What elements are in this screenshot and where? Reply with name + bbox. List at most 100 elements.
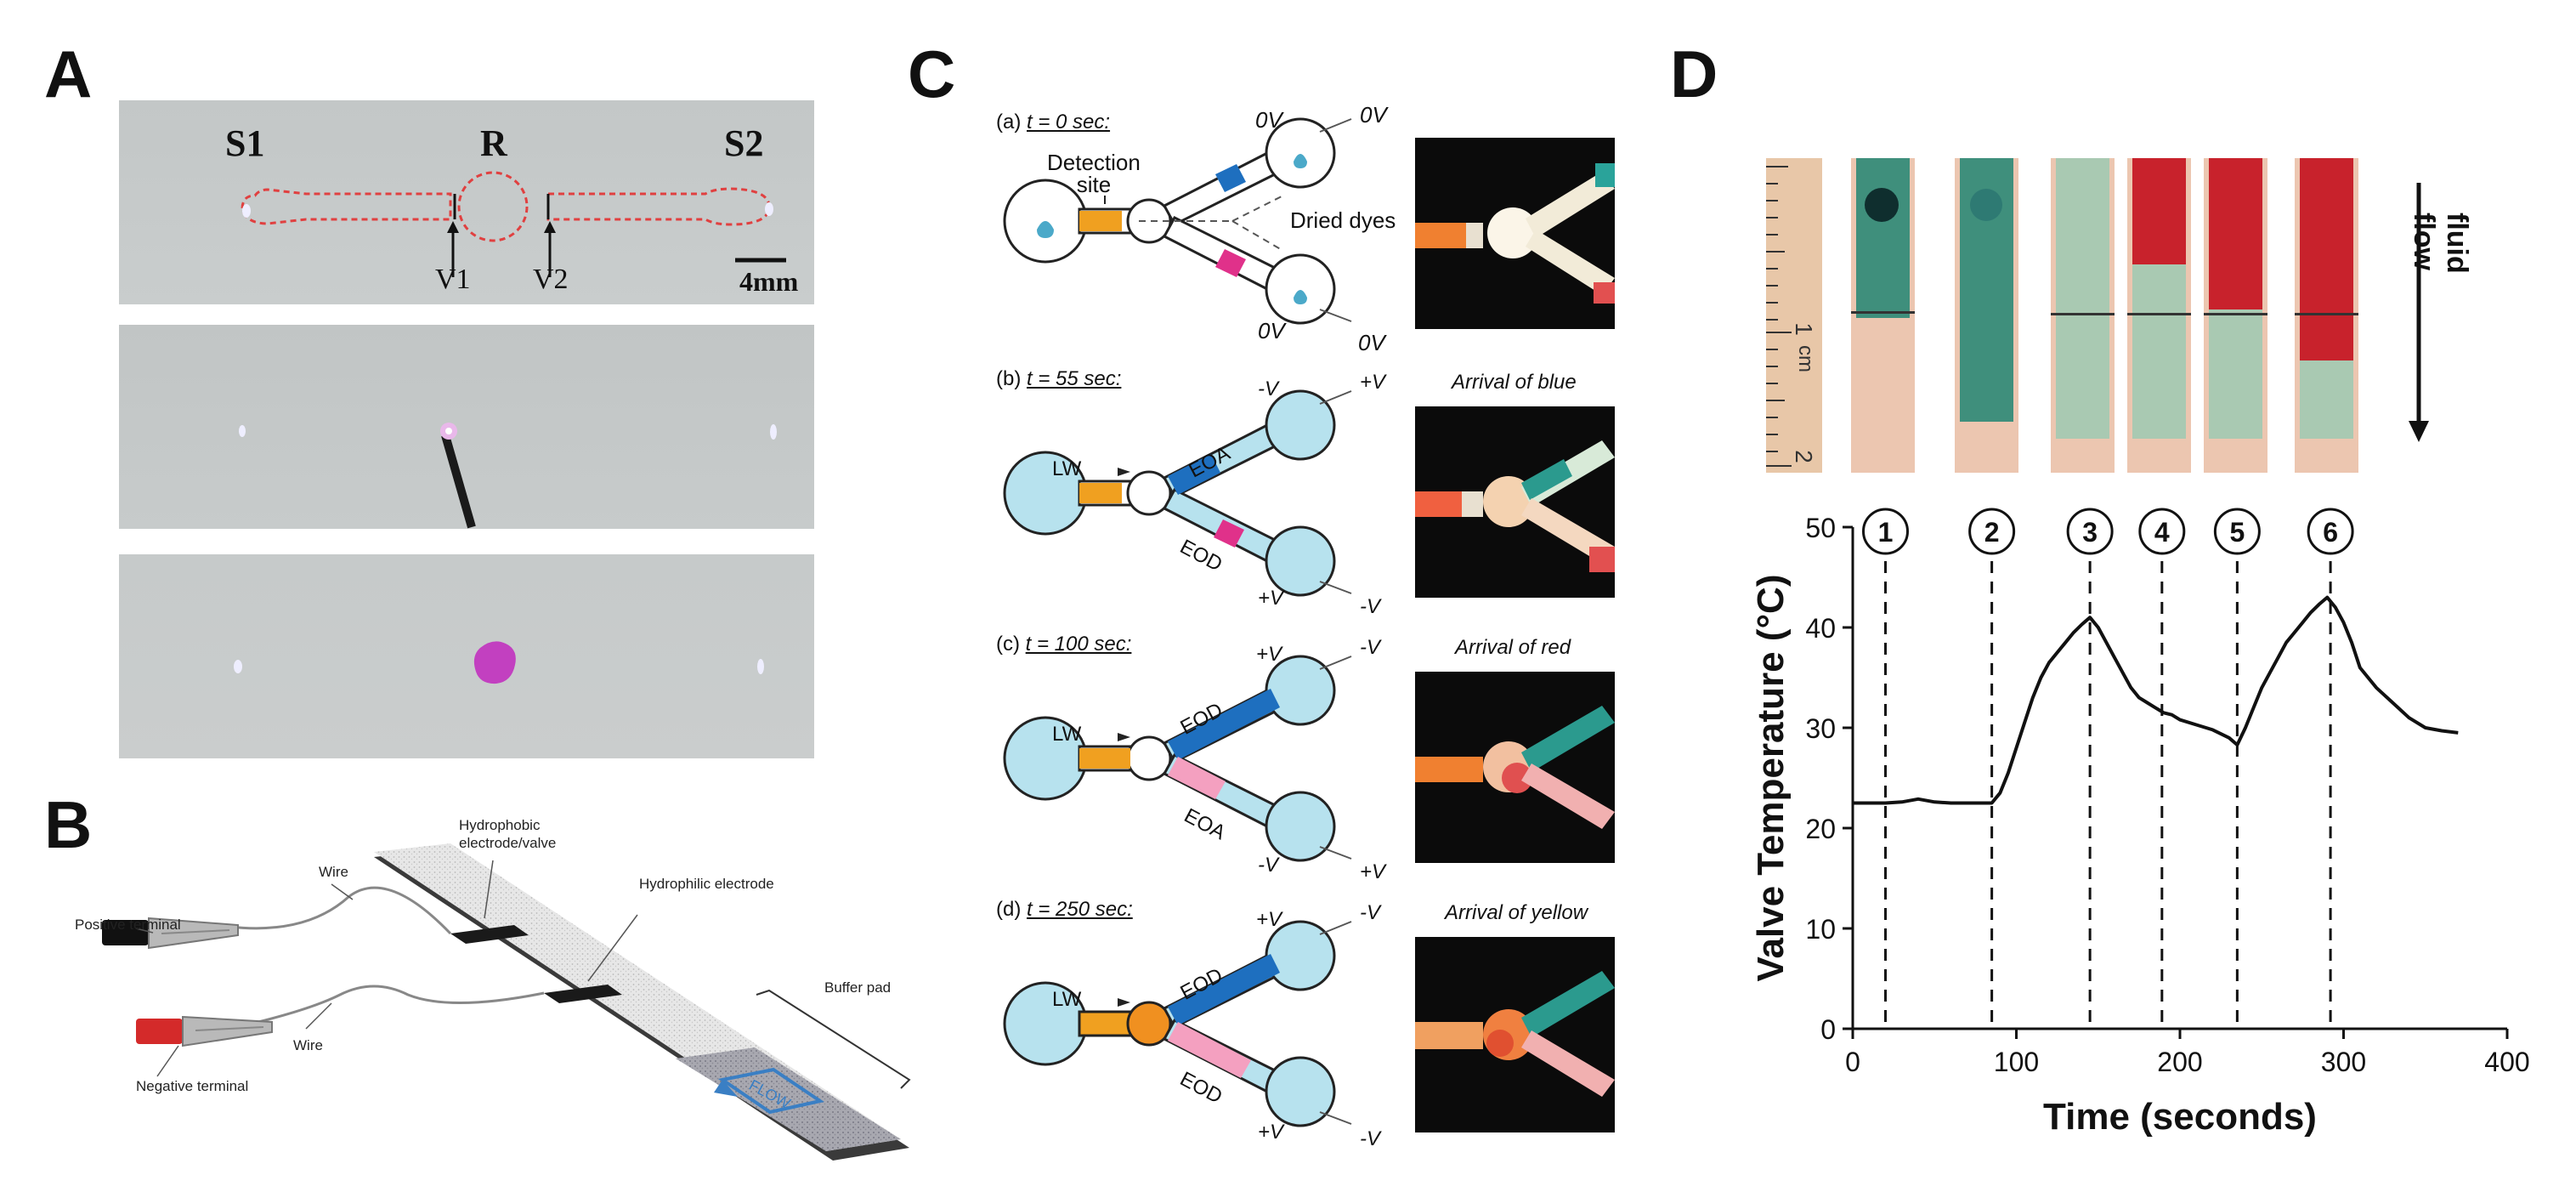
panel-d-letter: D: [1670, 37, 1718, 111]
panel-b-device-illustration: FLOW: [102, 843, 911, 1161]
probe-tip: [239, 423, 777, 529]
channel-outline: [241, 171, 786, 277]
fluid-flow-label: fluid flow: [2408, 213, 2473, 274]
step-a-voltage-1: 0V: [1255, 107, 1282, 133]
y-tick-label: 40: [1805, 613, 1836, 644]
x-tick-label: 300: [2321, 1047, 2366, 1077]
step-c-minus-bottom: -V: [1258, 854, 1278, 877]
step-d-minus-bottom: -V: [1360, 1127, 1380, 1150]
dried-dyes-label: Dried dyes: [1290, 207, 1396, 233]
positive-terminal-clip: [102, 917, 239, 950]
event-marker: [2213, 508, 2261, 555]
strip-4: [2127, 158, 2191, 473]
step-a-diagram: [1003, 117, 1352, 325]
label-r: R: [480, 122, 507, 164]
label-v2: V2: [533, 264, 569, 295]
y-axis-label: Valve Temperature (°C): [1750, 575, 1792, 982]
step-d-photo: [1415, 937, 1615, 1132]
purple-spot: [234, 641, 764, 684]
panel-c-letter: C: [908, 37, 956, 111]
step-a-voltage-2: 0V: [1360, 102, 1387, 128]
step-c-plus-bottom: +V: [1360, 860, 1386, 883]
label-wire-bottom: Wire: [293, 1037, 323, 1053]
panel-a-photo-bottom: [119, 554, 814, 758]
event-label: 6: [2323, 517, 2338, 548]
event-marker: [2066, 508, 2114, 555]
y-tick-label: 10: [1805, 914, 1836, 945]
step-c-lw: LW: [1052, 723, 1082, 746]
step-d-plus-bottom: +V: [1258, 1121, 1284, 1144]
event-label: 3: [2082, 517, 2098, 548]
x-tick-label: 200: [2157, 1047, 2202, 1077]
event-marker: [2138, 508, 2186, 555]
temperature-line: [1853, 595, 2459, 805]
label-s2: S2: [724, 122, 764, 164]
label-positive-terminal: Positive terminal: [75, 917, 181, 933]
negative-terminal-clip: [136, 1015, 273, 1047]
label-negative-terminal: Negative terminal: [136, 1078, 249, 1094]
step-b-minus-top: -V: [1258, 377, 1278, 400]
label-v1: V1: [435, 264, 471, 295]
step-b-photo-caption: Arrival of blue: [1452, 371, 1577, 394]
step-b-plus-bottom: +V: [1258, 587, 1284, 610]
step-d-photo-caption: Arrival of yellow: [1445, 901, 1588, 924]
event-marker: [1968, 508, 2016, 555]
strip-3: [2051, 158, 2115, 473]
step-c-minus-top: -V: [1360, 636, 1380, 659]
step-b-label: (b) t = 55 sec:: [996, 367, 1122, 390]
step-c-photo: [1415, 672, 1615, 863]
ruler-unit: cm: [1794, 345, 1817, 372]
step-d-lw: LW: [1052, 988, 1082, 1011]
step-c-plus-top: +V: [1256, 643, 1282, 666]
event-label: 2: [1984, 517, 2000, 548]
scale-bar-label: 4mm: [739, 266, 799, 297]
label-buffer-pad: Buffer pad: [824, 979, 892, 996]
event-label: 4: [2154, 517, 2170, 548]
event-marker: [2307, 508, 2354, 555]
step-a-voltage-4: 0V: [1358, 330, 1385, 355]
y-tick-label: 0: [1820, 1014, 1836, 1045]
y-tick-label: 20: [1805, 814, 1836, 844]
panel-a-photo-top: S1 R S2 V1 V2 4mm: [119, 100, 814, 304]
x-tick-label: 0: [1845, 1047, 1860, 1077]
step-c-label: (c) t = 100 sec:: [996, 633, 1132, 656]
step-d-diagram: [1003, 920, 1352, 1127]
strip-6: [2295, 158, 2358, 473]
step-b-photo: [1415, 406, 1615, 598]
strip-2: [1955, 158, 2018, 473]
step-a-label: (a) t = 0 sec:: [996, 111, 1111, 133]
step-b-minus-bottom: -V: [1360, 595, 1380, 618]
step-b-lw: LW: [1052, 457, 1082, 480]
strip-1: [1851, 158, 1915, 473]
label-s1: S1: [225, 122, 265, 164]
panel-b-letter: B: [44, 787, 93, 862]
step-c-diagram: [1003, 655, 1352, 862]
step-a-photo: [1415, 138, 1615, 329]
step-b-plus-top: +V: [1360, 371, 1386, 394]
panel-a-letter: A: [44, 37, 93, 111]
panel-a-photo-middle: [119, 325, 814, 529]
step-a-voltage-3: 0V: [1258, 318, 1285, 343]
label-wire-top: Wire: [319, 864, 348, 880]
event-label: 5: [2229, 517, 2245, 548]
step-d-label: (d) t = 250 sec:: [996, 898, 1133, 921]
ruler-mark-1: 1: [1790, 322, 1817, 336]
x-tick-label: 100: [1994, 1047, 2039, 1077]
step-d-plus-top: +V: [1256, 908, 1282, 931]
step-c-photo-caption: Arrival of red: [1455, 636, 1571, 659]
x-tick-label: 400: [2484, 1047, 2529, 1077]
ruler: 1 cm 2: [1766, 158, 1822, 473]
label-hydrophilic-electrode: Hydrophilic electrode: [639, 876, 774, 892]
label-hydrophobic-electrode: Hydrophobic electrode/valve: [459, 817, 557, 851]
ruler-mark-2: 2: [1790, 450, 1817, 463]
strip-5: [2204, 158, 2267, 473]
fluid-flow-arrow: [2409, 183, 2429, 442]
y-tick-label: 30: [1805, 713, 1836, 744]
y-tick-label: 50: [1805, 513, 1836, 543]
event-label: 1: [1878, 517, 1894, 548]
detection-site-label: Detection site: [1047, 150, 1141, 197]
step-d-minus-top: -V: [1360, 901, 1380, 924]
x-axis-label: Time (seconds): [2043, 1096, 2317, 1138]
event-marker: [1862, 508, 1909, 555]
